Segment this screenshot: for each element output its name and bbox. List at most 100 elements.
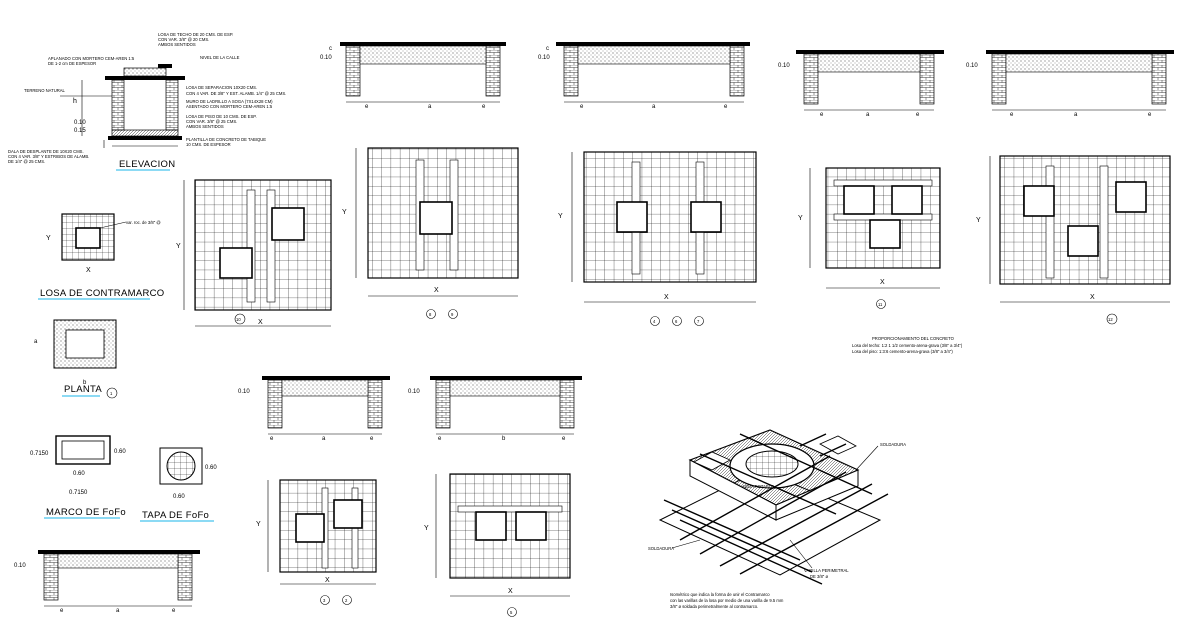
elevation-title: ELEVACION [119,159,175,170]
planta-b-label: b [83,380,87,386]
slab89-number-a: 8 [429,312,432,317]
slab10-number: 10 [236,317,241,322]
elev-dim-015: 0.15 [74,128,86,134]
elev-note-17: DALA DE DESPLANTE DE 10X20 CMS. [8,149,84,154]
marco-fofo-detail: 0.7150 0.60 0.60 0.7150 MARCO DE FoFo [30,435,126,519]
slab-plan-12: Y X 12 [976,155,1171,325]
proportions-note: PROPORCIONAMIENTO DEL CONCRETO Losa del … [852,336,963,354]
sec4-e2: e [1148,112,1152,118]
elev-dim-010: 0.10 [74,120,86,126]
secb-e2: e [172,608,176,614]
sec3-e1: e [820,112,824,118]
elev-note-8: LOSA DE SEPARACION 10X20 CMS. [186,85,257,90]
elevation-section: APLANADO CON MORTERO CEM-AREN 1:5 DE 1-2… [8,32,286,171]
elev-note-4: CON VAR. 3/8" @ 20 CMS. [158,37,209,42]
sec4-a: a [1074,112,1078,118]
slab-plan-3-2: Y X 3 2 [256,479,377,605]
secm1-e1: e [270,436,274,442]
secm2-e2: e [562,436,566,442]
sec4-dim: 0.10 [966,63,978,69]
slab-plan-11: Y X 11 [798,167,941,309]
sec2-e2: e [724,104,728,110]
slab467-number-a: 4 [653,319,656,324]
sec1-a: a [428,104,432,110]
iso-varilla-1: VARILLA PERIMETRAL [804,568,849,573]
planta-title: PLANTA [64,384,102,395]
sec3-a: a [866,112,870,118]
iso-note-1: Isométrico que indica la forma de unir e… [670,592,770,597]
iso-varilla-2: DE 3/8" ø [810,574,828,579]
elev-note-19: DE 1/4" @ 25 CMS. [8,159,45,164]
slab89-number-b: 9 [451,312,454,317]
sec2-a: a [652,104,656,110]
tapa-dim-bottom: 0.60 [173,494,185,500]
section-top-2: 0.10 c e a e [538,42,750,110]
section-top-4: 0.10 e a e [966,50,1174,118]
slab5-x: X [508,588,513,595]
slab12-y: Y [976,217,981,224]
elev-note-14: AMBOS SENTIDOS [186,124,224,129]
sec2-dim: 0.10 [538,55,550,61]
slab32-number-a: 3 [323,598,326,603]
elev-note-7: TERRENO NATURAL [24,88,66,93]
slab-plan-5: Y X 5 [424,473,571,617]
section-mid-2: 0.10 e b e [408,376,582,442]
sec2-c: c [546,46,549,52]
sec3-dim: 0.10 [778,63,790,69]
iso-note-3: 3/8" ø soldada perimetralmente al contra… [670,604,758,609]
tapa-fofo-detail: 0.60 0.60 TAPA DE FoFo [140,447,217,522]
slab-plan-10: Y X 10 [176,179,332,327]
elev-note-10: MURO DE LADRILLO A SOGA (7X14X28 CM) [186,99,273,104]
slab12-x: X [1090,294,1095,301]
slab10-y: Y [176,243,181,250]
elev-note-16: 10 CMS. DE ESPESOR [186,142,231,147]
slab11-y: Y [798,215,803,222]
sec1-e1: e [365,104,369,110]
elev-note-12: LOSA DE PISO DE 10 CMS. DE ESP. [186,114,257,119]
iso-agua-potable: AGUA POTABLE [742,484,774,489]
proportions-title: PROPORCIONAMIENTO DEL CONCRETO [872,336,955,341]
tapa-fofo-title: TAPA DE FoFo [142,510,209,521]
elev-note-9: CON 4 VAR. DE 3/8" Y EST. ALAMB. 1/4" @ … [186,91,286,96]
elev-note-5: AMBOS SENTIDOS [158,42,196,47]
secm1-a: a [322,436,326,442]
secm2-e1: e [438,436,442,442]
sec2-e1: e [580,104,584,110]
section-top-3: 0.10 e a e [778,50,944,118]
slab467-x: X [664,294,669,301]
elev-note-13: CON VAR. 3/8" @ 25 CMS. [186,119,237,124]
elev-note-6: NIVEL DE LA CALLE [200,55,240,60]
secb-e1: e [60,608,64,614]
marco-dim-left: 0.7150 [30,451,49,457]
losa-contramarco-title: LOSA DE CONTRAMARCO [40,288,164,299]
slab467-number-c: 7 [697,319,700,324]
proportions-row2: Losa del piso: 1:3:6 cemento-arena-grava… [852,349,953,354]
slab11-number: 11 [878,302,883,307]
slab12-number: 12 [1108,317,1113,322]
sec1-dim: 0.10 [320,55,332,61]
planta-number: 1 [110,391,113,396]
slab32-x: X [325,577,330,584]
slab-plan-4-6-7: Y X 4 6 7 [558,151,757,326]
elev-note-11: ASENTADO CON MORTERO CEM-AREN 1:5 [186,104,273,109]
slab89-y: Y [342,209,347,216]
iso-soldadura-left: SOLDADURA [648,546,674,551]
sec4-e1: e [1010,112,1014,118]
sec3-e2: e [916,112,920,118]
section-mid-1: 0.10 e a e [238,376,390,442]
marco-dim-inner: 0.60 [73,471,85,477]
elev-h-label: h [73,98,77,105]
marco-fofo-title: MARCO DE FoFo [46,507,126,518]
slab467-y: Y [558,213,563,220]
marco-dim-right: 0.60 [114,449,126,455]
elev-note-15: PLANTILLA DE CONCRETO DE TABIQUE [186,137,266,142]
section-top-1: 0.10 c e a e [320,42,506,110]
sec1-e2: e [482,104,486,110]
iso-note-2: con las varillas de la losa por medio de… [670,598,784,603]
secm2-dim: 0.10 [408,389,420,395]
rebar-note: var. roc. de 3/8" @ [126,220,161,225]
secb-a: a [116,608,120,614]
planta-a-label: a [34,339,38,345]
losa-x-label: X [86,267,91,274]
